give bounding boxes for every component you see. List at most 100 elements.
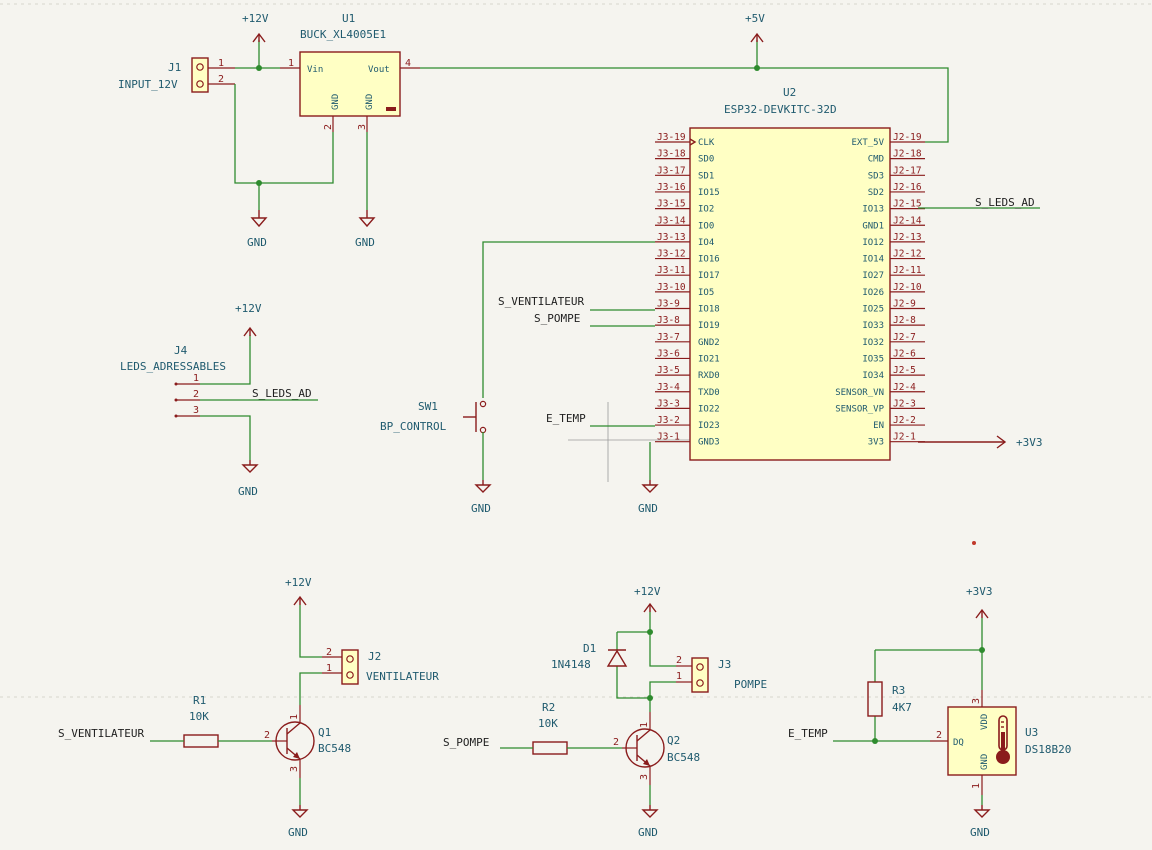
diode-d1: D1 1N4148 — [551, 642, 628, 671]
r1-value: 10K — [189, 710, 209, 723]
u1-ref: U1 — [342, 12, 355, 25]
j2-value: VENTILATEUR — [366, 670, 439, 683]
resistor-r3: R3 4K7 — [867, 681, 912, 717]
u1-logo-mark — [386, 107, 396, 111]
u2-left-pin-number: J3-15 — [657, 199, 686, 210]
gnd-label-esp: GND — [638, 502, 658, 515]
u2-left-pin-number: J3-8 — [657, 315, 680, 326]
u1-pin-gnd-2: GND — [331, 94, 341, 110]
transistor-q2: 2 1 3 Q2 BC548 — [613, 712, 700, 785]
u2-left-pin-name: IO16 — [698, 255, 720, 265]
u2-left-pin-name: IO17 — [698, 271, 720, 281]
gnd-u1: GND — [355, 210, 376, 249]
u1-pin-vout: Vout — [368, 65, 390, 75]
u3-pin-vdd: VDD — [980, 714, 990, 730]
u2-right-pin-number: J2-10 — [893, 282, 922, 293]
u3-pin-num-3: 3 — [971, 698, 982, 704]
q2-pin-1: 1 — [639, 722, 650, 728]
thermometer-icon — [996, 715, 1010, 764]
net-label-e-temp-esp: E_TEMP — [546, 412, 586, 425]
u2-right-pin-name: EN — [873, 421, 884, 431]
connector-j1: J1 INPUT_12V 1 2 — [118, 57, 235, 93]
u2-right-pin-name: 3V3 — [868, 438, 884, 448]
pump-driver-section: +12V D1 1N4148 2 1 J3 POMPE — [443, 585, 767, 839]
u2-right-pin-number: J2-13 — [893, 232, 922, 243]
net-label-s-ventilateur: S_VENTILATEUR — [58, 727, 144, 740]
j1-pin-2: 2 — [218, 74, 224, 85]
u2-left-pin-number: J3-10 — [657, 282, 686, 293]
u1-pin-num-1: 1 — [288, 58, 294, 69]
j1-ref: J1 — [168, 61, 181, 74]
u3-pin-num-2: 2 — [936, 730, 942, 741]
j4-pin-1: 1 — [193, 373, 199, 384]
r2-ref: R2 — [542, 701, 555, 714]
connector-j2: 2 1 J2 VENTILATEUR — [322, 647, 439, 685]
net-label-s-pompe: S_POMPE — [443, 736, 489, 749]
u2-right-pin-number: J2-6 — [893, 348, 916, 359]
power-5v: +5V — [745, 12, 765, 43]
u1-pin-num-4: 4 — [405, 58, 411, 69]
gnd-label-sw1: GND — [471, 502, 491, 515]
u1-pin-gnd-3: GND — [365, 94, 375, 110]
gnd-label-2: GND — [355, 236, 375, 249]
u3-pin-num-1: 1 — [971, 783, 982, 789]
u2-left-pin-number: J3-9 — [657, 299, 680, 310]
power-3v3-label-temp: +3V3 — [966, 585, 993, 598]
j3-ref: J3 — [718, 658, 731, 671]
u2-right-pin-name: IO14 — [862, 255, 884, 265]
resistor-r2: R2 10K — [532, 701, 568, 755]
u2-left-pin-name: IO23 — [698, 421, 720, 431]
u2-right-pin-number: J2-4 — [893, 382, 916, 393]
u2-right-pin-name: EXT_5V — [851, 138, 884, 148]
gnd-label-j4: GND — [238, 485, 258, 498]
u2-right-pin-number: J2-11 — [893, 265, 922, 276]
u2-right-pin-number: J2-12 — [893, 249, 922, 260]
buck-converter-u1: U1 BUCK_XL4005E1 Vin Vout GND GND 1 2 3 … — [280, 12, 420, 132]
switch-sw1: SW1 BP_CONTROL GND — [380, 400, 492, 515]
u2-left-pin-number: J3-12 — [657, 249, 686, 260]
u2-right-pin-number: J2-5 — [893, 365, 916, 376]
q1-pin-2: 2 — [264, 730, 270, 741]
power-3v3-label-right: +3V3 — [1016, 436, 1043, 449]
j1-value: INPUT_12V — [118, 78, 178, 91]
j4-pin-3: 3 — [193, 405, 199, 416]
u2-left-pin-name: GND3 — [698, 438, 720, 448]
power-12v-label-fan: +12V — [285, 576, 312, 589]
marker-dot — [972, 541, 976, 545]
u2-right-pin-number: J2-19 — [893, 132, 922, 143]
net-label-e-temp: E_TEMP — [788, 727, 828, 740]
u2-left-pin-number: J3-17 — [657, 165, 686, 176]
fan-driver-section: +12V 2 1 J2 VENTILATEUR 2 1 3 Q1 — [58, 576, 439, 839]
u2-left-pin-number: J3-2 — [657, 415, 680, 426]
u2-right-pin-number: J2-9 — [893, 299, 916, 310]
j3-pin-1: 1 — [676, 671, 682, 682]
u2-right-pin-name: IO26 — [862, 288, 884, 298]
u1-pin-num-2: 2 — [323, 124, 334, 130]
u2-right-pin-name: SENSOR_VN — [835, 388, 884, 398]
u2-left-pin-name: IO18 — [698, 305, 720, 315]
u2-left-pin-name: IO22 — [698, 404, 720, 414]
j2-ref: J2 — [368, 650, 381, 663]
u2-left-pin-number: J3-19 — [657, 132, 686, 143]
u3-value: DS18B20 — [1025, 743, 1071, 756]
net-label-s-ventilateur-esp: S_VENTILATEUR — [498, 295, 584, 308]
u2-right-pin-number: J2-17 — [893, 165, 922, 176]
j4-pin-2: 2 — [193, 389, 199, 400]
net-label-s-leds-ad-j4: S_LEDS_AD — [252, 387, 312, 400]
u2-right-pin-number: J2-15 — [893, 199, 922, 210]
sensor-u3: DQ VDD GND 2 3 1 U3 DS18B20 — [930, 690, 1071, 795]
u2-left-pin-number: J3-5 — [657, 365, 680, 376]
u2-left-pin-name: GND2 — [698, 338, 720, 348]
r1-ref: R1 — [193, 694, 206, 707]
j2-pin-2: 2 — [326, 647, 332, 658]
u2-right-pin-number: J2-1 — [893, 432, 916, 443]
u2-left-pin-name: CLK — [698, 138, 715, 148]
gnd-esp32: GND — [638, 480, 659, 515]
u2-right-pin-number: J2-3 — [893, 398, 916, 409]
net-label-s-pompe-esp: S_POMPE — [534, 312, 580, 325]
gnd-label-1: GND — [247, 236, 267, 249]
net-label-s-leds-ad-esp: S_LEDS_AD — [975, 196, 1035, 209]
